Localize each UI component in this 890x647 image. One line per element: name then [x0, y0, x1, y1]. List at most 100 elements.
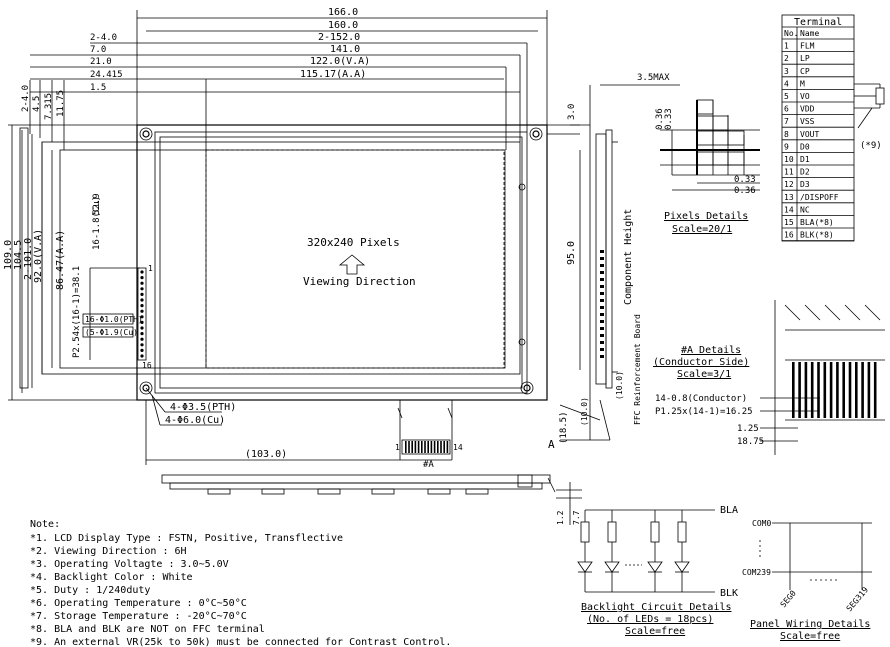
seg0-label: SEG0 [779, 589, 798, 610]
fpc-a-label: #A [423, 460, 434, 470]
notes-block: Note: *1. LCD Display Type : FSTN, Posit… [30, 519, 451, 647]
dim-18-5: (18.5) [559, 411, 569, 444]
side-pin [600, 341, 604, 344]
adetail-dim-18-75: 18.75 [737, 437, 764, 447]
side-pin [600, 320, 604, 323]
note-1: *1. LCD Display Type : FSTN, Positive, T… [30, 533, 343, 544]
terminal-row-no: 3 [784, 67, 789, 76]
terminal-table [781, 14, 855, 242]
fpc-pad [430, 441, 433, 453]
side-pin [600, 306, 604, 309]
fpc-pad [411, 441, 413, 453]
dim-115-aa: 115.17(A.A) [300, 69, 366, 80]
component-height: Component Height [623, 209, 634, 305]
header-pin [140, 332, 144, 336]
a-detail-pad [823, 362, 827, 418]
terminal-row-name: /DISPOFF [800, 193, 839, 202]
dim-109: 109.0 [3, 240, 14, 270]
viewing-direction-label: Viewing Direction [303, 275, 416, 288]
side-pin [600, 313, 604, 316]
backlight-title: Backlight Circuit Details [581, 602, 732, 613]
side-pin [600, 264, 604, 267]
terminal-row-name: CP [800, 67, 810, 76]
fpc-pad [427, 441, 429, 453]
backlight-sub: (No. of LEDs = 18pcs) [587, 614, 713, 625]
bottom-pad [261, 488, 285, 495]
side-pin [600, 327, 604, 330]
com0-label: COM0 [752, 519, 771, 528]
pixel-dim-0-36-h: 0.36 [734, 186, 756, 196]
side-pin [600, 299, 604, 302]
side-view [559, 85, 618, 441]
side-pin [600, 257, 604, 260]
terminal-row-no: 8 [784, 130, 789, 139]
a-detail-pad [855, 362, 858, 418]
bla-label: BLA [720, 505, 738, 516]
dim-52-9: 52.9 [92, 193, 102, 215]
terminal-row-no: 7 [784, 117, 789, 126]
side-pin [600, 271, 604, 274]
fpc-pad [405, 441, 407, 453]
a-detail-pad [792, 362, 795, 418]
terminal-row-name: VO [800, 92, 810, 101]
pixels-detail [660, 99, 760, 191]
terminal-row-no: 13 [784, 193, 794, 202]
header-pin [140, 348, 144, 352]
bottom-pad [317, 488, 341, 495]
fpc-pad [443, 441, 445, 453]
fpc-reinforcement: FFC Reinforcement Board [633, 314, 642, 425]
side-pin [600, 355, 604, 358]
bottom-pad [207, 488, 231, 495]
terminal-row-no: 1 [784, 42, 789, 51]
dim-166: 166.0 [328, 7, 358, 18]
a-detail-pad [867, 362, 871, 418]
adetail-sub: (Conductor Side) [653, 357, 749, 368]
a-detail-pad [810, 362, 814, 418]
terminal-row-no: 6 [784, 105, 789, 114]
dim-3-5max: 3.5MAX [637, 73, 670, 83]
terminal-row-name: BLK(*8) [800, 231, 834, 240]
terminal-row-no: 16 [784, 231, 794, 240]
dim-103: (103.0) [245, 449, 287, 460]
adetail-title: #A Details [681, 345, 741, 356]
terminal-row-name: VOUT [800, 130, 819, 139]
header-pin [140, 276, 144, 280]
note-9: *9. An external VR(25k to 50k) must be c… [30, 637, 451, 647]
dim-2-4: 2-4.0 [90, 33, 117, 43]
pixels-title: Pixels Details [664, 211, 748, 222]
a-detail [760, 300, 885, 455]
terminal-row-no: 14 [784, 205, 794, 214]
pin-16-label: 16 [142, 361, 152, 370]
terminal-note9: (*9) [860, 141, 882, 151]
vr-symbol-icon [854, 83, 885, 129]
a-detail-pad [848, 362, 852, 418]
pin-1-label: 1 [148, 264, 153, 273]
dim-1-2: 1.2 [556, 510, 565, 525]
dim-21: 21.0 [90, 57, 112, 67]
terminal-row-name: M [800, 79, 805, 88]
pixels-scale: Scale=20/1 [672, 224, 732, 235]
pad-cu-label: (5-Φ1.9(Cu) [85, 328, 138, 337]
com239-label: COM239 [742, 568, 771, 577]
terminal-row-name: NC [800, 205, 810, 214]
bottom-pad [427, 488, 451, 495]
header-pin [140, 337, 144, 341]
header-pin [140, 315, 144, 319]
header-pin [140, 281, 144, 285]
backlight-circuit [577, 509, 715, 593]
active-area [205, 149, 505, 369]
side-pin [600, 348, 604, 351]
a-detail-pad [861, 362, 864, 418]
notes-title: Note: [30, 519, 60, 530]
header-pin [140, 270, 144, 274]
terminal-row-name: D0 [800, 142, 810, 151]
fpc-pin-14: 14 [453, 443, 463, 452]
pad-pth-label: 16-Φ1.0(PTH) [85, 315, 143, 324]
mounting-holes [139, 127, 543, 395]
fpc-pin-1: 1 [395, 443, 400, 452]
header-pin [140, 320, 144, 324]
a-detail-pad [836, 362, 839, 418]
pixel-dim-0-36-v: 0.36 [655, 108, 665, 130]
fpc-pad [424, 441, 426, 453]
